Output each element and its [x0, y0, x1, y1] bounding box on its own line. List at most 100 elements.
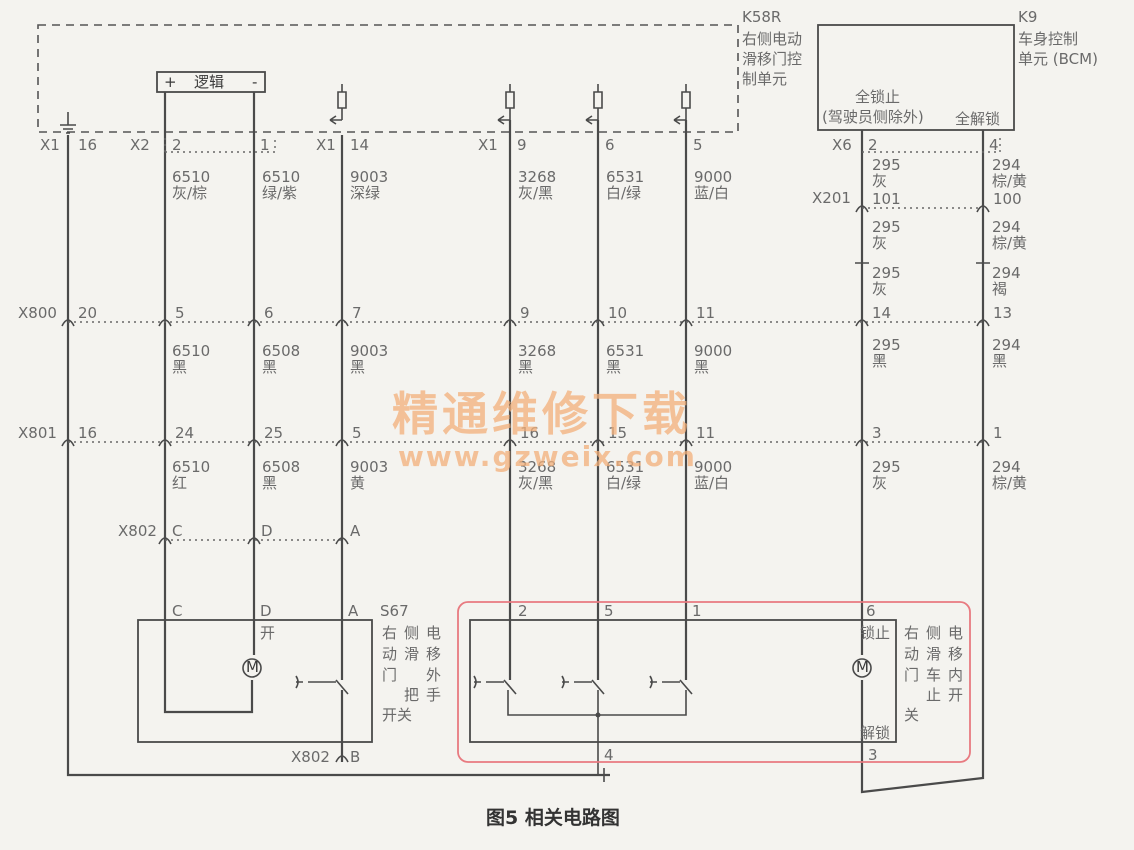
x800-label: X800 — [18, 304, 57, 322]
module-k9: K9 车身控制 单元 (BCM) 全锁止 (驾驶员侧除外) 全解锁 — [817, 8, 1098, 131]
inner-name-c3: 开 — [948, 686, 963, 704]
wire-code: 6510 — [172, 342, 210, 360]
wire-color: 棕/黄 — [992, 234, 1027, 252]
wire-6510-a — [163, 92, 254, 714]
s67-name-c3: 外 — [426, 666, 441, 684]
pullup-resistor-icon — [497, 84, 515, 125]
connector-labels: X1 X2 X1 X1 X6 X201 X800 X801 X802 X802 … — [18, 136, 852, 766]
wire-code: 294 — [992, 218, 1021, 236]
s67-name-c2: 滑 — [404, 645, 419, 663]
k58r-boundary — [37, 24, 739, 133]
s67-name-c3: 移 — [426, 645, 441, 663]
x802-terminals — [158, 537, 349, 545]
pin-ground: 4 — [604, 746, 614, 764]
pin-x801: 16 — [520, 424, 539, 442]
wire-code: 6510 — [262, 168, 300, 186]
wire-color: 棕/黄 — [992, 474, 1027, 492]
pin-top: 14 — [350, 136, 369, 154]
pullup-resistor-icon — [673, 84, 691, 125]
motor-icon — [242, 658, 262, 678]
pin-inner-bottom: 3 — [868, 746, 878, 764]
k9-unlock-label: 全解锁 — [955, 110, 1000, 128]
k9-boundary — [817, 24, 1015, 131]
wire-color: 黑 — [262, 358, 277, 376]
pin-inner: 2 — [518, 602, 528, 620]
wire-ground — [66, 135, 610, 777]
x201-label: X201 — [812, 189, 851, 207]
connector-lines — [68, 138, 1001, 541]
s67-name-c1: 动 — [382, 645, 397, 663]
wire-code: 9000 — [694, 342, 732, 360]
wire-color: 灰 — [872, 234, 887, 252]
wire-code: 6508 — [262, 342, 300, 360]
inner-unlock-label: 解锁 — [860, 724, 890, 742]
wire-color: 白/绿 — [606, 474, 641, 492]
x6-label: X6 — [832, 136, 852, 154]
wire-code: 294 — [992, 336, 1021, 354]
pin-top: 16 — [78, 136, 97, 154]
pin-top: 2 — [172, 136, 182, 154]
inner-name-c2: 侧 — [926, 624, 941, 642]
wire-code: 6531 — [606, 458, 644, 476]
highlight-frame — [457, 601, 971, 763]
wire-code: 294 — [992, 156, 1021, 174]
wire-color: 黑 — [172, 358, 187, 376]
wire-color: 蓝/白 — [694, 474, 729, 492]
ground-icon — [60, 112, 76, 134]
s67-name-c3: 手 — [426, 686, 441, 704]
pin-top: 4 — [989, 136, 999, 154]
pin-top: 6 — [605, 136, 615, 154]
module-k58r: K58R 右侧电动 滑移门控 制单元 + 逻辑 - — [37, 8, 802, 134]
s67-name-c1: 右 — [382, 624, 397, 642]
inner-name-c3: 移 — [948, 645, 963, 663]
wire-code: 6531 — [606, 168, 644, 186]
wire-color: 黑 — [518, 358, 533, 376]
s67-id: S67 — [380, 602, 409, 620]
wire-code: 9003 — [350, 458, 388, 476]
pin-x801: 25 — [264, 424, 283, 442]
s67-name-c1: 门 — [382, 666, 397, 684]
wire-color: 褐 — [992, 280, 1007, 298]
figure-caption: 图5 相关电路图 — [486, 806, 620, 829]
x801-label: X801 — [18, 424, 57, 442]
pin-x800: 20 — [78, 304, 97, 322]
wire-code: 295 — [872, 264, 901, 282]
pin-x801: 16 — [78, 424, 97, 442]
x802-b-terminal — [335, 755, 349, 763]
wire-color: 黑 — [872, 352, 887, 370]
switch-inner: M — [457, 601, 971, 763]
wire-color: 白/绿 — [606, 184, 641, 202]
inner-name-c1: 关 — [904, 706, 919, 724]
pin-x201: 100 — [993, 190, 1022, 208]
x1-label: X1 — [40, 136, 60, 154]
wire-labels-seg2: 6510 黑 6508 黑 9003 黑 3268 黑 6531 黑 9000 … — [172, 336, 1021, 376]
x800-terminals — [61, 319, 990, 327]
junction-arcs — [61, 205, 990, 763]
wire-code: 9000 — [694, 168, 732, 186]
switch-contact-icon — [649, 675, 693, 695]
wire-color: 灰 — [872, 280, 887, 298]
pin-x802: C — [172, 522, 182, 540]
inner-name-c2: 车 — [926, 666, 941, 684]
motor-label: M — [246, 658, 259, 676]
motor-label: M — [856, 658, 869, 676]
pin-x802: A — [350, 522, 361, 540]
k9-name-1: 车身控制 — [1018, 30, 1078, 48]
wire-color: 灰/黑 — [518, 474, 553, 492]
pin-x800: 6 — [264, 304, 274, 322]
wire-color: 绿/紫 — [262, 184, 297, 202]
pin-x800: 5 — [175, 304, 185, 322]
wire-code: 295 — [872, 156, 901, 174]
logic-minus: - — [252, 73, 257, 91]
pullup-resistor-icon — [585, 84, 603, 125]
wire-code: 9003 — [350, 342, 388, 360]
x801-terminals — [61, 439, 990, 447]
x1-label-3: X1 — [478, 136, 498, 154]
switch-s67: M — [137, 619, 373, 743]
pin-x800: 13 — [993, 304, 1012, 322]
wire-code: 6508 — [262, 458, 300, 476]
wire-code: 295 — [872, 336, 901, 354]
watermark: 精通维修下载 www.gzweix.com — [392, 387, 695, 473]
pin-x800: 14 — [872, 304, 891, 322]
